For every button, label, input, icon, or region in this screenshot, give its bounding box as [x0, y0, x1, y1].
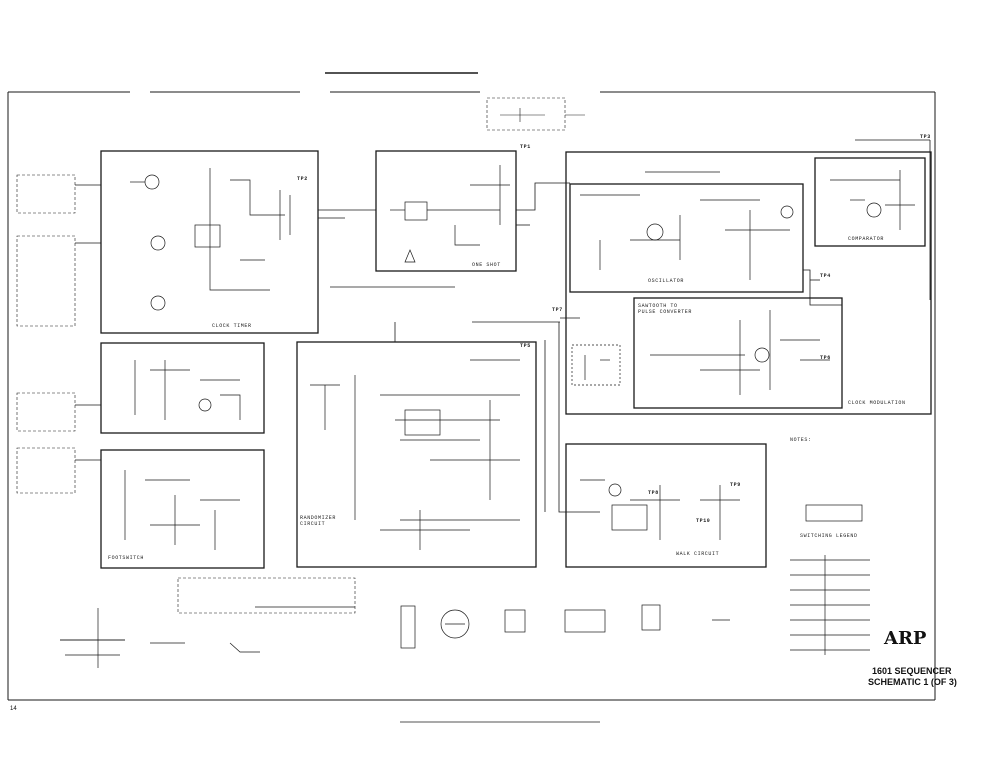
arp-logo-text: ARP — [884, 628, 927, 649]
test-point-tp4: TP4 — [820, 273, 831, 279]
document-title: 1601 SEQUENCER — [872, 666, 952, 676]
walk-circuit-label: WALK CIRCUIT — [676, 551, 720, 557]
test-point-tp1: TP1 — [520, 144, 531, 150]
test-point-tp6: TP6 — [820, 355, 831, 361]
left-connectors — [16, 174, 356, 614]
footswitch-label: FOOTSWITCH — [108, 555, 145, 561]
test-point-tp8: TP8 — [648, 490, 659, 496]
randomizer-label: RANDOMIZER CIRCUIT — [300, 515, 337, 527]
clock-modulation-label: CLOCK MODULATION — [848, 400, 906, 406]
top-connector — [486, 97, 585, 131]
circuit-detail — [60, 165, 915, 668]
comparator-label: COMPARATOR — [848, 236, 885, 242]
test-point-tp3: TP3 — [920, 134, 931, 140]
one-shot-label: ONE SHOT — [472, 262, 501, 268]
test-point-tp7: TP7 — [552, 307, 563, 313]
arp-logo: ARP — [884, 628, 926, 649]
switching-legend-heading: SWITCHING LEGEND — [800, 533, 858, 539]
page-frame — [7, 72, 936, 723]
wiring — [60, 139, 931, 644]
test-point-tp5: TP5 — [520, 343, 531, 349]
circuit-blocks — [100, 150, 932, 569]
notes-heading: NOTES: — [790, 437, 812, 443]
test-point-tp2: TP2 — [297, 176, 308, 182]
page-number: 14 — [10, 706, 17, 712]
test-point-tp9: TP9 — [730, 482, 741, 488]
document-subtitle: SCHEMATIC 1 (OF 3) — [868, 677, 957, 687]
oscillator-label: OSCILLATOR — [648, 278, 685, 284]
test-point-tp10: TP10 — [696, 518, 711, 524]
clock-timer-label: CLOCK TIMER — [212, 323, 252, 329]
sawtooth-to-pulse-label: SAWTOOTH TO PULSE CONVERTER — [638, 303, 693, 315]
